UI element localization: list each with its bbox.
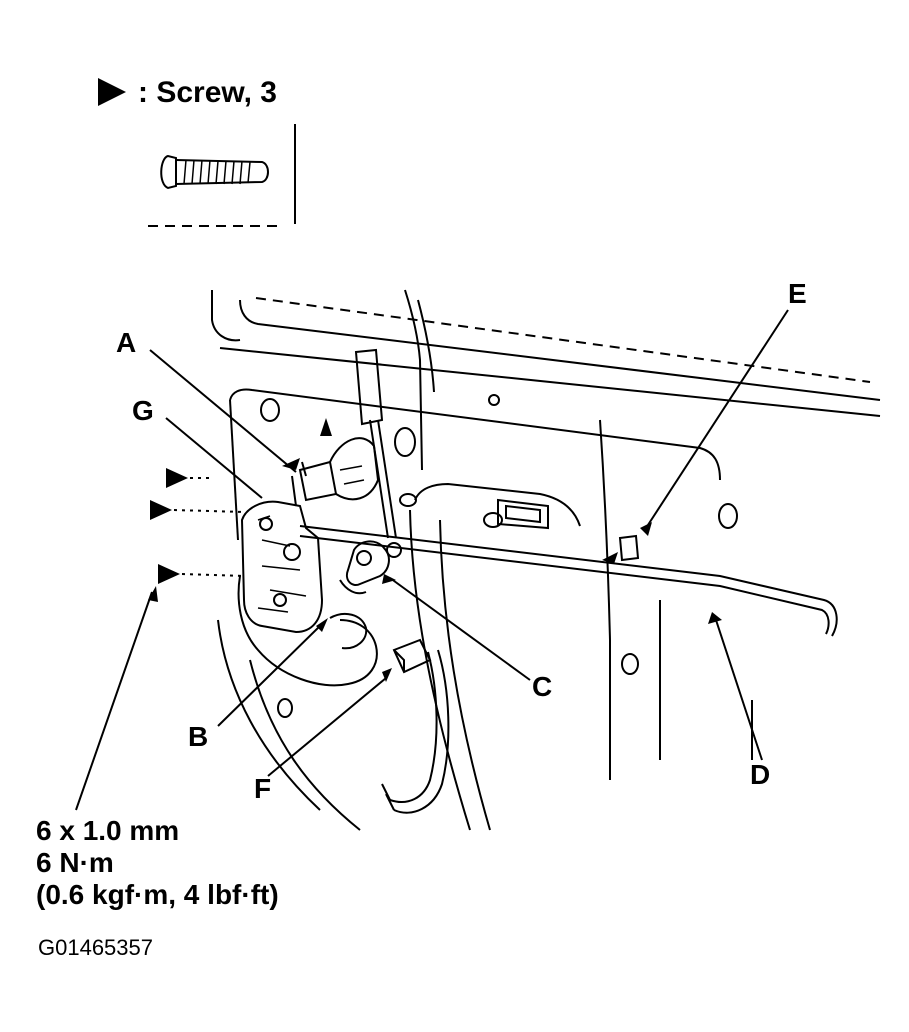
rod-d — [299, 525, 838, 637]
figure-code: G01465357 — [38, 935, 153, 960]
door-panel — [211, 289, 881, 831]
connector-f — [381, 638, 450, 814]
callout-c: C — [532, 671, 552, 702]
callout-e: E — [788, 278, 807, 309]
callout-f: F — [254, 773, 271, 804]
spec-torque: 6 N·m — [36, 847, 114, 878]
callout-a: A — [116, 327, 136, 358]
spec-torque-alt: (0.6 kgf·m, 4 lbf·ft) — [36, 879, 279, 910]
screw-markers — [150, 468, 245, 584]
callout-b: B — [188, 721, 208, 752]
torque-spec: 6 x 1.0 mm 6 N·m (0.6 kgf·m, 4 lbf·ft) — [36, 815, 279, 910]
screw-legend-label: : Screw, 3 — [138, 76, 277, 109]
screw-marker-icon — [166, 468, 188, 488]
latch-assembly — [237, 348, 402, 687]
screw-marker-icon — [150, 500, 172, 520]
callout-d: D — [750, 759, 770, 790]
leader-lines — [75, 309, 789, 811]
screw-marker-icon — [158, 564, 180, 584]
screw-icon — [160, 154, 269, 190]
screw-marker-icon — [98, 78, 126, 106]
callout-g: G — [132, 395, 154, 426]
screw-legend: : Screw, 3 — [98, 76, 296, 227]
spec-size: 6 x 1.0 mm — [36, 815, 179, 846]
